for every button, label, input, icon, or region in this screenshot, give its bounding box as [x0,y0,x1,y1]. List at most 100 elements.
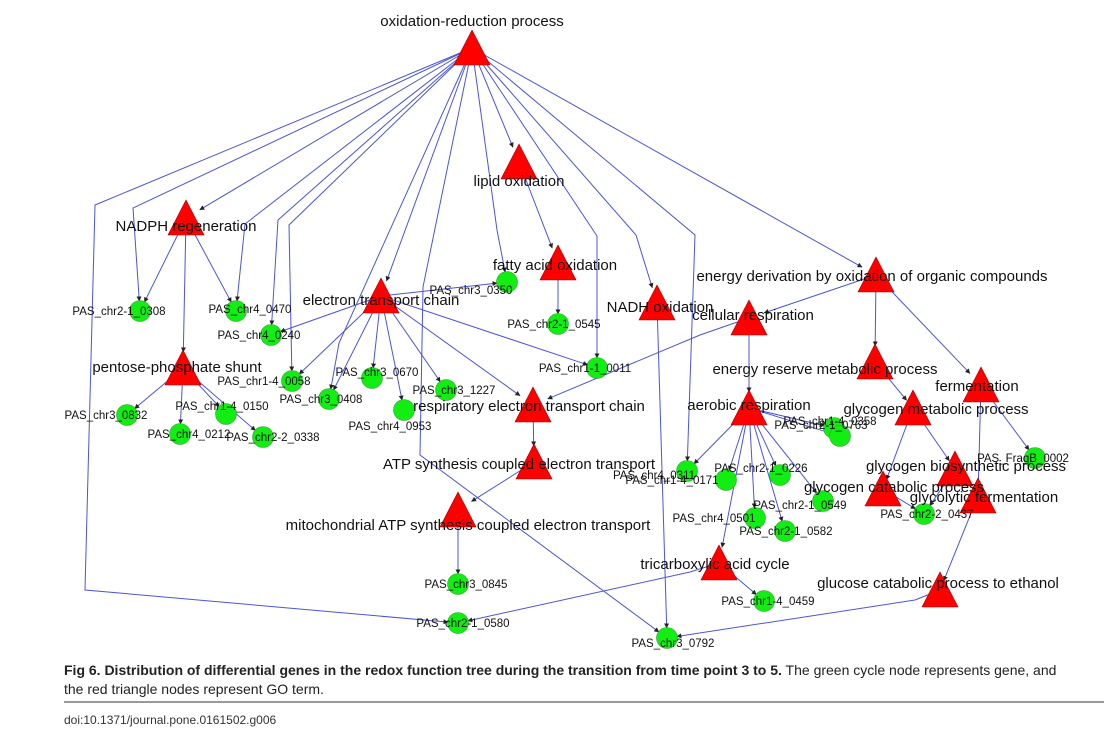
gene-node-g1227[interactable] [435,379,457,401]
gene-node-g0226[interactable] [769,464,791,486]
edge-oxred-to-etc [385,47,473,282]
gene-label-g0792: PAS_chr3_0792 [632,638,715,650]
gene-label-g0226: PAS_chr2-1_0226 [714,463,807,475]
gene-node-g0582[interactable] [774,520,796,542]
gene-node-g0580[interactable] [447,612,469,634]
go-term-node-nadphregen[interactable] [167,199,205,236]
gene-node-g0832[interactable] [116,404,138,426]
go-term-label-etc: electron transport chain [303,292,460,309]
gene-label-g0670: PAS_chr3_0670 [336,367,419,379]
gene-node-g0311[interactable] [676,460,698,482]
edge-nadphregen-to-pentose [180,217,187,353]
edge-oxred-to-g0470 [235,47,473,302]
gene-label-g0058: PAS_chr1-4_0058 [217,376,310,388]
edge-oxred-to-nadphregen [199,47,473,211]
go-term-node-aerobic[interactable] [730,389,768,426]
go-term-label-aerobic: aerobic respiration [687,397,810,414]
go-term-label-nadhox: NADH oxidation [607,299,714,316]
go-term-node-fermentation[interactable] [962,366,1000,403]
gene-label-g0338: PAS_chr2-2_0338 [226,432,319,444]
gene-node-g0011[interactable] [586,357,608,379]
gene-node-g0845[interactable] [447,573,469,595]
go-term-node-energyderiv[interactable] [857,256,895,293]
go-term-node-oxred[interactable] [453,29,491,66]
caption-divider [64,701,1104,703]
go-term-label-atpsynth: ATP synthesis coupled electron transport [383,456,656,473]
gene-node-g0058[interactable] [281,370,303,392]
go-term-label-energyreserve: energy reserve metabolic process [712,361,937,378]
edge-aerobic-to-g0763 [748,407,831,435]
go-term-label-pentose: pentose-phosphate shunt [92,359,262,376]
edge-etc-to-g0350 [380,281,498,297]
gene-label-g0953: PAS_chr4_0953 [349,421,432,433]
go-term-node-respetc[interactable] [514,386,552,423]
gene-label-g1227: PAS_chr3_1227 [413,385,496,397]
gene-node-g0437[interactable] [913,503,935,525]
go-term-label-lipidox: lipid oxidation [474,173,565,190]
edge-etc-to-respetc [380,295,521,397]
gene-node-g0470[interactable] [225,300,247,322]
edge-oxred-to-g0408 [329,47,473,390]
edge-oxred-to-g0308 [132,47,473,302]
gene-node-g0459[interactable] [753,590,775,612]
gene-node-g0408[interactable] [318,388,340,410]
go-term-node-glycolytic[interactable] [959,477,997,514]
gene-node-g0240[interactable] [260,324,282,346]
go-term-node-atpsynth[interactable] [515,443,553,480]
edge-oxred-to-g0792 [419,47,660,633]
go-term-node-glucosecat[interactable] [921,571,959,608]
gene-label-g0358: PAS_chr1-4_0358 [783,416,876,428]
gene-label-g0011: PAS_chr1-1_0011 [539,363,631,375]
gene-label-g0212: PAS_chr4_0212 [148,429,231,441]
gene-node-g0953[interactable] [393,399,415,421]
go-term-label-oxred: oxidation-reduction process [380,13,563,30]
gene-node-g0212[interactable] [169,423,191,445]
gene-node-g0150[interactable] [215,403,237,425]
gene-node-g0338[interactable] [252,426,274,448]
go-term-label-cellresp: cellular respiration [692,307,814,324]
gene-node-g0171[interactable] [715,469,737,491]
gene-node-g0792[interactable] [656,627,678,649]
go-term-node-glycogencat[interactable] [864,470,902,507]
gene-label-g0408: PAS_chr3_0408 [280,394,363,406]
go-term-node-nadhox[interactable] [638,284,676,321]
gene-node-g0545[interactable] [547,313,569,335]
gene-label-g0437: PAS_chr2-2_0437 [880,509,973,521]
edge-oxred-to-g0311 [471,47,696,462]
go-term-label-fattyacidox: fatty acid oxidation [493,257,617,274]
gene-label-g0308: PAS_chr2-1_0308 [72,306,165,318]
gene-node-g0501[interactable] [744,507,766,529]
go-term-node-energyreserve[interactable] [856,343,894,380]
edge-etc-to-g0011 [380,295,588,366]
gene-label-g0470: PAS_chr4_0470 [209,304,292,316]
go-term-node-lipidox[interactable] [500,143,538,180]
gene-node-g0002[interactable] [1024,447,1046,469]
gene-label-g0763: PAS_chr2-1_0763 [774,420,867,432]
go-term-node-cellresp[interactable] [730,299,768,336]
gene-node-g0308[interactable] [129,300,151,322]
go-term-node-glycogenbio[interactable] [936,450,974,487]
go-term-node-fattyacidox[interactable] [539,244,577,281]
edge-oxred-to-nadhox [471,47,654,289]
gene-node-g0763[interactable] [829,425,851,447]
gene-label-g0002: PAS_FragB_0002 [977,453,1069,465]
gene-label-g0240: PAS_chr4_0240 [218,330,301,342]
edge-nadhox-to-g0792 [656,302,670,629]
caption-title: Fig 6. Distribution of differential gene… [64,662,782,678]
go-term-node-etc[interactable] [362,277,400,314]
go-term-label-nadphregen: NADPH regeneration [116,218,257,235]
go-term-node-glycogenmet[interactable] [894,389,932,426]
go-term-label-glycogencat: glycogen catabolic process [804,479,984,496]
gene-label-g0545: PAS_chr2-1_0545 [507,319,600,331]
go-term-node-pentose[interactable] [164,349,202,386]
go-term-label-fermentation: fermentation [935,378,1018,395]
gene-node-g0549[interactable] [812,490,834,512]
go-term-node-tca[interactable] [700,544,738,581]
go-term-node-mitoatp[interactable] [439,491,477,528]
go-term-label-glucosecat: glucose catabolic process to ethanol [817,575,1059,592]
gene-node-g0670[interactable] [361,367,383,389]
edge-etc-to-g0240 [280,295,382,333]
gene-node-g0350[interactable] [496,271,518,293]
